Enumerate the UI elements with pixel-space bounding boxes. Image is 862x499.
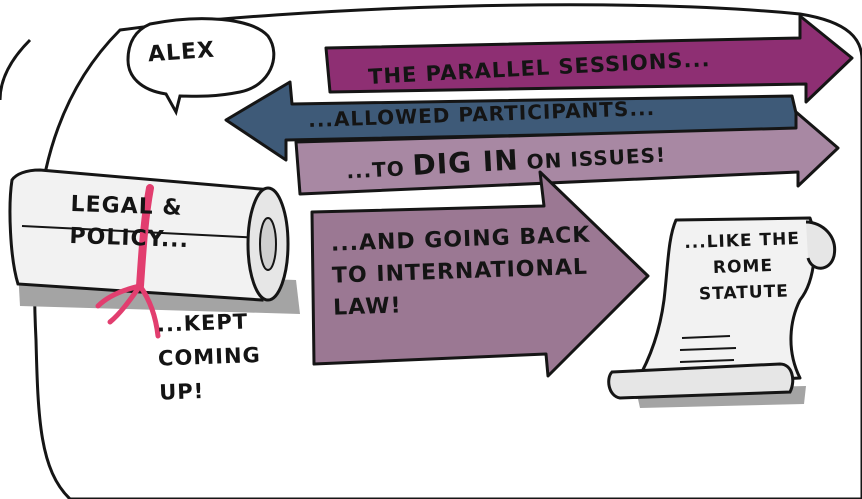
- scroll-right-lines: [679, 335, 737, 363]
- ribbon: [136, 184, 154, 290]
- scroll-left-end-inner: [259, 217, 277, 271]
- going-back-text: ...AND GOING BACK TO INTERNATIONAL LAW!: [330, 222, 591, 321]
- scroll-right-bottom-roll: [607, 362, 795, 400]
- frame-top-curve: [0, 38, 32, 101]
- speech-bubble: [126, 17, 276, 117]
- ribbon-bow: [95, 283, 161, 339]
- dig-in-emphasis: DIG IN: [411, 143, 520, 182]
- legal-policy-label: LEGAL & POLICY...: [69, 191, 190, 254]
- scroll-right-top-roll: [805, 220, 837, 270]
- rome-statute-label: ...LIKE THE ROME STATUTE: [683, 229, 801, 305]
- scroll-right-body: [632, 216, 817, 388]
- arrow-parallel-sessions: [324, 14, 854, 104]
- speaker-name: ALEX: [147, 37, 216, 68]
- arrow-dig-in: [294, 110, 840, 196]
- kept-coming-up-text: ...KEPT COMING UP!: [156, 309, 262, 405]
- dig-in-prefix: ...TO: [345, 155, 414, 184]
- arrow-going-back: [310, 170, 650, 378]
